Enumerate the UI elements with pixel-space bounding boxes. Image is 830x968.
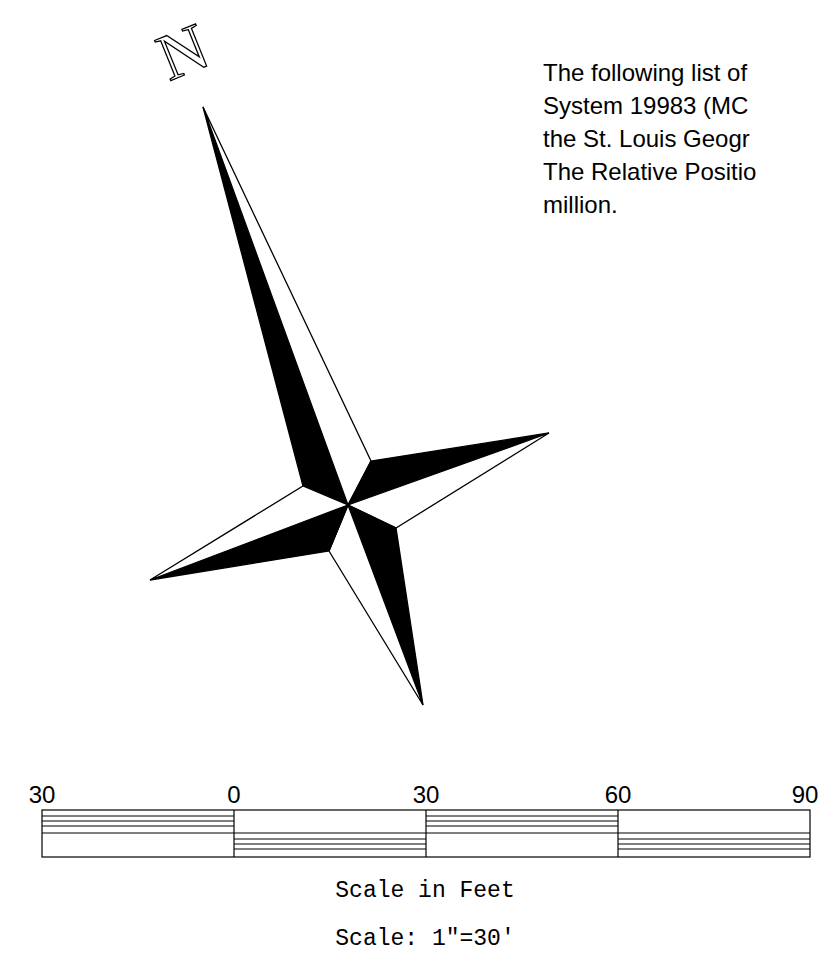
- scale-hatch: [618, 843, 810, 844]
- note-text: The following list of: [543, 61, 747, 85]
- scale-hatch: [234, 843, 426, 844]
- scale-number: 90: [792, 783, 819, 807]
- scale-hatch: [42, 820, 234, 821]
- scale-ratio: Scale: 1"=30': [335, 928, 514, 951]
- scale-hatch: [426, 815, 618, 816]
- north-letter: N: [149, 12, 218, 91]
- note-text: System 19983 (MC: [543, 94, 748, 118]
- compass-rose: [150, 107, 549, 705]
- scale-hatch: [618, 848, 810, 849]
- scale-number: 0: [227, 783, 240, 807]
- scale-number: 30: [413, 783, 440, 807]
- note-text: The Relative Positio: [543, 160, 756, 184]
- scale-hatch: [42, 815, 234, 816]
- scale-hatch: [42, 825, 234, 826]
- scale-title: Scale in Feet: [335, 880, 514, 903]
- scale-number: 60: [605, 783, 632, 807]
- scale-number: 30: [29, 783, 56, 807]
- scale-hatch: [234, 848, 426, 849]
- note-text: million.: [543, 193, 618, 217]
- scale-hatch: [618, 838, 810, 839]
- scale-hatch: [426, 825, 618, 826]
- scale-hatch: [234, 838, 426, 839]
- note-text: the St. Louis Geogr: [543, 127, 750, 151]
- scale-bar: [42, 810, 810, 857]
- scale-hatch: [426, 820, 618, 821]
